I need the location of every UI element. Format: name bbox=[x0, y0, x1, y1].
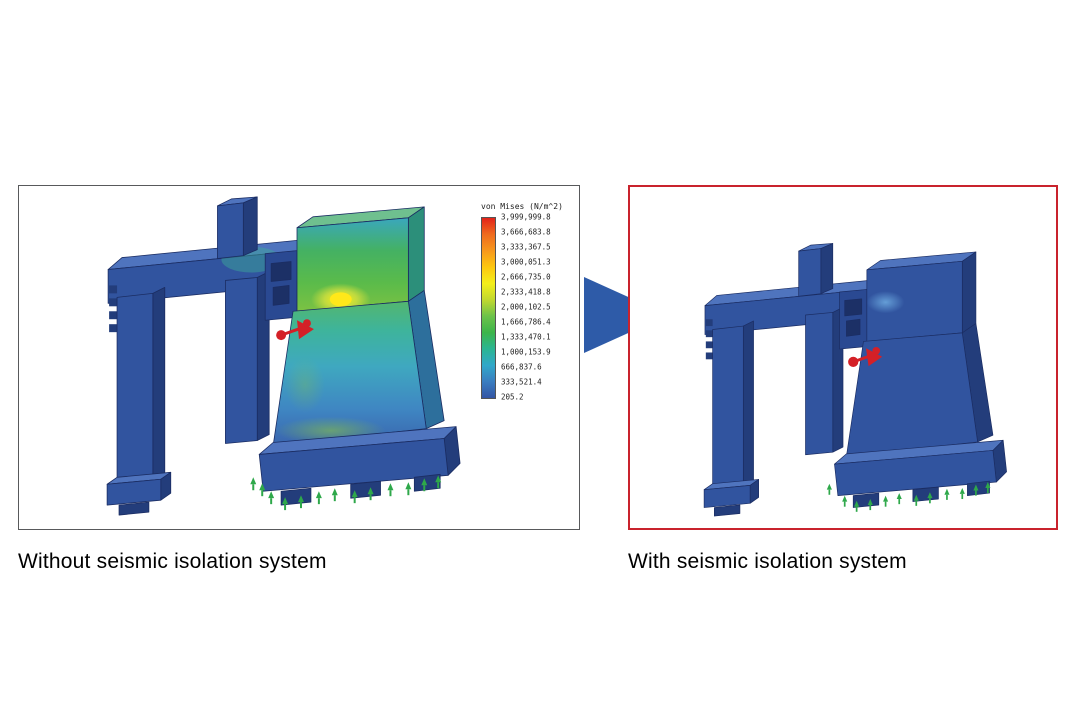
legend-value: 1,000,153.9 bbox=[501, 347, 551, 357]
legend-color-bar bbox=[481, 217, 496, 399]
legend-value: 333,521.4 bbox=[501, 377, 542, 387]
transition-arrow-icon bbox=[584, 277, 668, 353]
legend-value: 2,666,735.0 bbox=[501, 272, 551, 282]
caption-with-isolation: With seismic isolation system bbox=[628, 550, 907, 573]
panel-with-isolation bbox=[628, 185, 1058, 530]
load-arrow bbox=[848, 346, 883, 367]
isolated-body bbox=[834, 251, 1007, 508]
legend-title: von Mises (N/m^2) bbox=[481, 202, 563, 211]
legend-value: 3,333,367.5 bbox=[501, 242, 551, 252]
load-arrow bbox=[276, 319, 314, 341]
legend-values: 3,999,999.8 3,666,683.8 3,333,367.5 3,000,0… bbox=[501, 213, 576, 402]
legend-value: 2,000,102.5 bbox=[501, 302, 551, 312]
legend-value: 205.2 bbox=[501, 392, 524, 402]
stressed-body bbox=[258, 206, 461, 506]
legend-body: 3,999,999.8 3,666,683.8 3,333,367.5 3,000,0… bbox=[479, 213, 576, 402]
fixture-arrows bbox=[826, 481, 991, 512]
legend-value: 1,666,786.4 bbox=[501, 317, 551, 327]
legend-value: 1,333,470.1 bbox=[501, 332, 551, 342]
fixture-arrows bbox=[250, 475, 442, 511]
legend-value: 3,666,683.8 bbox=[501, 227, 551, 237]
gantry-frame bbox=[106, 196, 366, 516]
fea-model-stressed bbox=[106, 196, 461, 516]
gantry-frame bbox=[703, 243, 926, 517]
stress-legend: von Mises (N/m^2) 3,999,999.8 3,666,683.8… bbox=[479, 202, 576, 402]
legend-value: 666,837.6 bbox=[501, 362, 542, 372]
caption-without-isolation: Without seismic isolation system bbox=[18, 550, 327, 573]
panel-without-isolation: von Mises (N/m^2) 3,999,999.8 3,666,683.8… bbox=[18, 185, 580, 530]
legend-value: 3,999,999.8 bbox=[501, 212, 551, 222]
fea-model-isolated bbox=[703, 243, 1007, 517]
legend-value: 3,000,051.3 bbox=[501, 257, 551, 267]
legend-value: 2,333,418.8 bbox=[501, 287, 551, 297]
